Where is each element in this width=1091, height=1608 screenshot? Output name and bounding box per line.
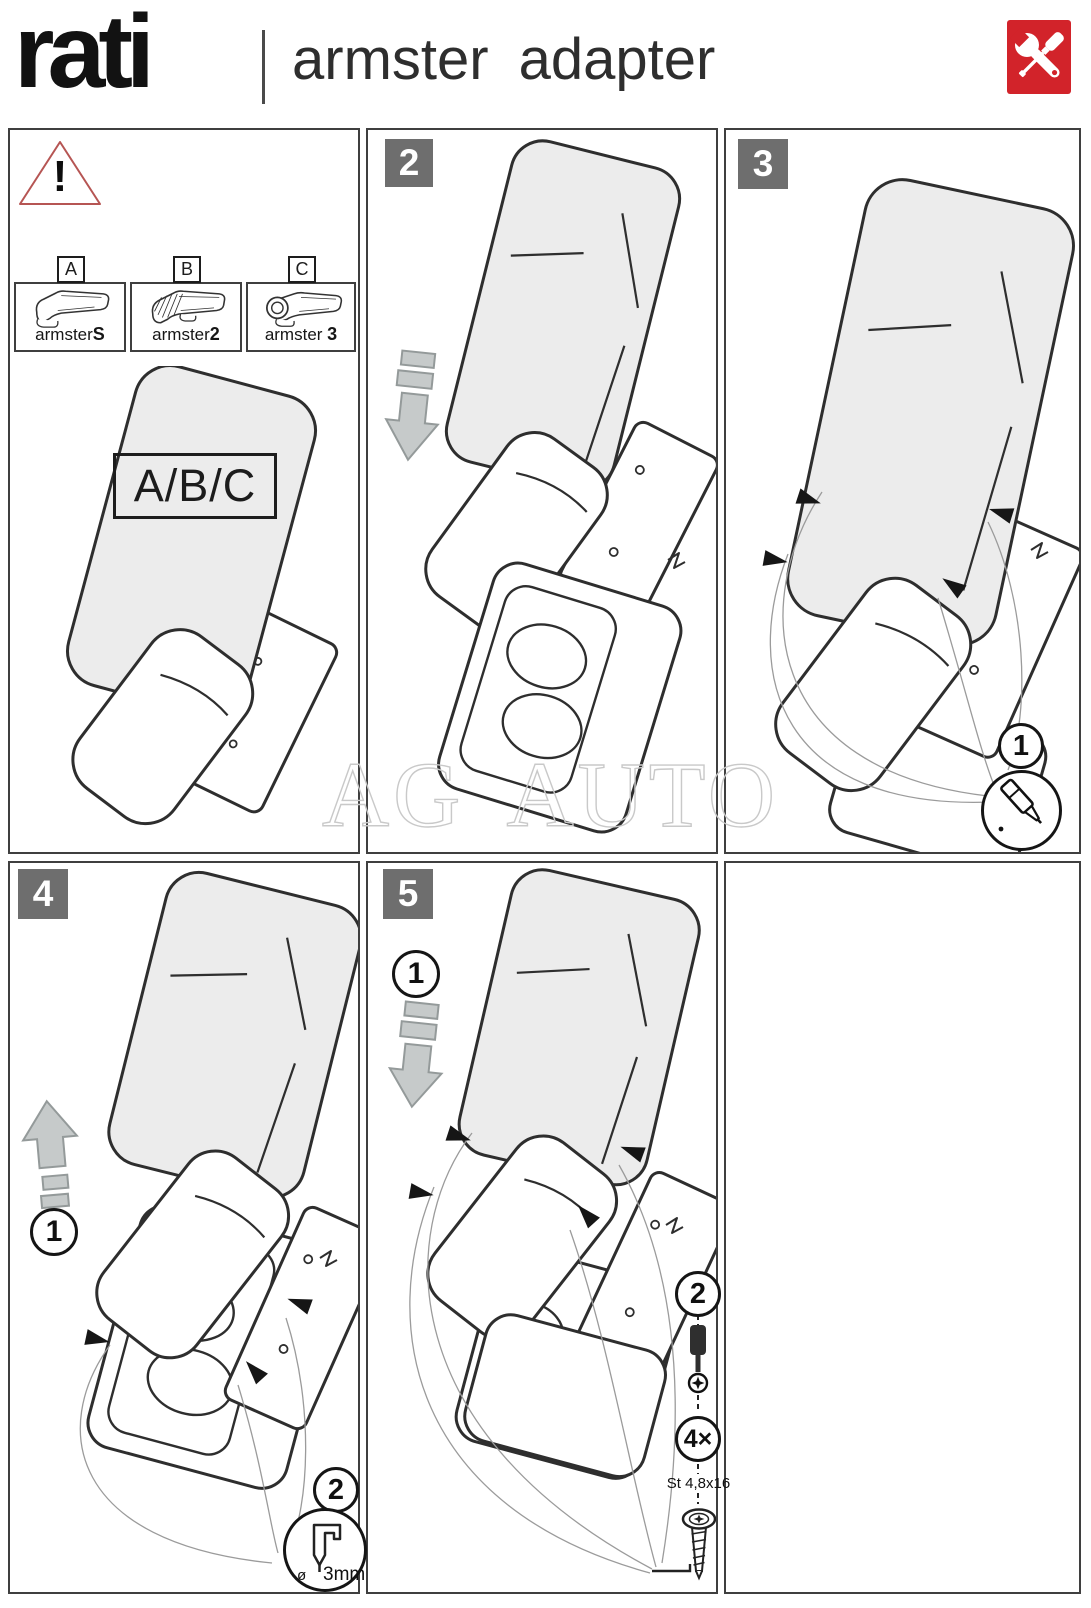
warning-triangle-icon: [19, 141, 101, 205]
variant-key-c: C: [288, 256, 316, 283]
tools-icon: [1007, 20, 1071, 94]
title-word-armster: armster: [292, 27, 489, 92]
screw-callout-number: 2: [675, 1271, 721, 1317]
variant-box-armster-s: armsterS: [14, 282, 126, 352]
brand-logo: rati: [14, 0, 155, 110]
screw-icon: [681, 1508, 716, 1581]
lift-up-arrow-icon: [21, 1099, 79, 1210]
panel-warning: ! A armsterS B armster2 C armster 3: [8, 128, 360, 854]
step-2-badge: 2: [385, 139, 433, 187]
leader-elbow: [652, 1564, 692, 1573]
diameter-symbol: ø: [297, 1567, 307, 1584]
armster-s-thumbnail: [35, 290, 110, 328]
drill-callout-number: 2: [313, 1467, 359, 1513]
panel-step-2: 2: [366, 128, 718, 854]
drill-callout: ø 3mm: [283, 1508, 367, 1592]
step-3-badge: 3: [738, 139, 788, 189]
step-4-drawing: [21, 870, 358, 1564]
step-2-drawing: [384, 139, 716, 834]
panel-step-5: 5: [366, 861, 730, 1594]
drill-diameter-value: 3mm: [323, 1564, 366, 1585]
marking-arrows: [762, 488, 1015, 599]
push-down-arrow-icon: [384, 349, 440, 462]
step-5-drawing: [387, 868, 716, 1581]
hand-drill-icon: [312, 1523, 342, 1572]
variant-box-armster-2: armster2: [130, 282, 242, 352]
variant-key-a: A: [57, 256, 85, 283]
variant-label: armsterS: [35, 324, 105, 344]
panel-step-4: 4: [8, 861, 367, 1594]
screw-point-arrows: [408, 1125, 646, 1229]
variant-key-b: B: [173, 256, 201, 283]
armster-3-thumbnail: [266, 291, 343, 327]
leader-lines: [409, 1132, 676, 1574]
armster-2-thumbnail: [151, 290, 226, 324]
title-word-adapter: adapter: [518, 27, 716, 92]
page-title: armster adapter: [292, 26, 715, 93]
step-5-badge: 5: [383, 869, 433, 919]
step-marker-1: 1: [30, 1208, 78, 1256]
step-marker-1: 1: [998, 723, 1044, 769]
phillips-screwdriver-icon: [687, 1325, 709, 1394]
armrest-overview-drawing: [66, 366, 339, 826]
screw-quantity: 4×: [675, 1416, 721, 1462]
variant-box-armster-3: armster 3: [246, 282, 356, 352]
combined-variant-label: A/B/C: [113, 453, 277, 519]
warning-exclamation: !: [52, 152, 68, 201]
push-down-arrow-icon: [387, 1000, 444, 1109]
panel-step-3: 3: [724, 128, 1081, 854]
variant-label: armster2: [152, 324, 220, 344]
step-4-badge: 4: [18, 869, 68, 919]
step-marker-1: 1: [392, 950, 440, 998]
drill-point-arrows: [84, 1298, 313, 1385]
panel-empty: [724, 861, 1081, 1594]
variant-label: armster 3: [264, 324, 338, 344]
marker-pen-icon: [998, 778, 1043, 832]
logo-divider: [262, 30, 265, 104]
marker-pen-callout: [981, 770, 1062, 851]
wrench-icon: [1010, 28, 1060, 78]
screw-spec-label: St 4,8x16: [666, 1475, 731, 1492]
